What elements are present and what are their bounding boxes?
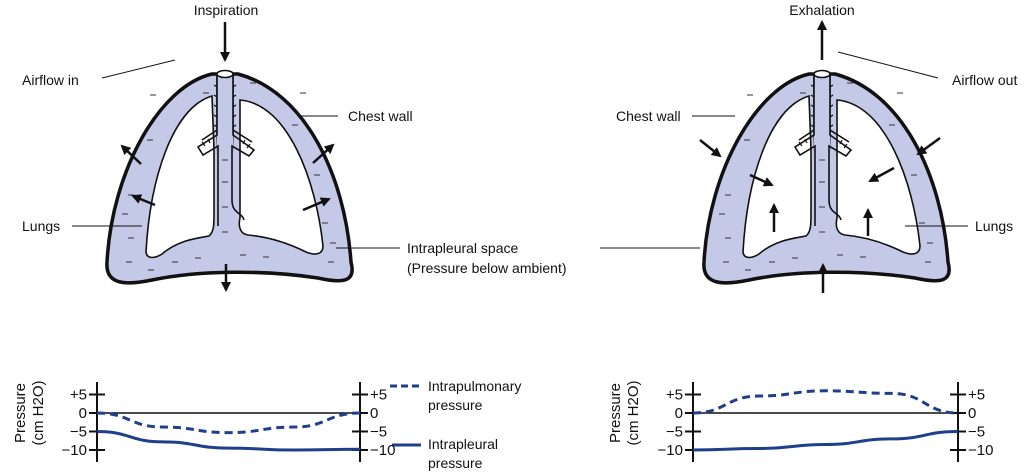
lungs-label: Lungs	[22, 218, 60, 234]
right-y-tick-label: 0	[370, 405, 378, 422]
expand-arrow-icon	[131, 194, 156, 207]
lungs-label: Lungs	[975, 218, 1013, 234]
y-axis-label-line2: (cm H2O)	[30, 381, 47, 446]
left-y-tick-label: −5	[666, 424, 683, 441]
chest-wall-label: Chest wall	[348, 108, 413, 124]
inspiration-title: Inspiration	[194, 2, 259, 18]
legend-intrapleural-line1: Intrapleural	[428, 436, 498, 452]
right-y-tick-label: −10	[370, 442, 395, 459]
compress-arrow-icon	[868, 166, 895, 183]
left-y-tick-label: −10	[62, 442, 87, 459]
left-y-tick-label: −10	[658, 442, 683, 459]
chest-wall-label: Chest wall	[616, 108, 681, 124]
inspiration-thorax	[105, 68, 354, 285]
left-y-tick-label: +5	[666, 387, 683, 404]
left-y-tick-label: 0	[79, 405, 87, 422]
inspiration-arrows	[120, 22, 335, 292]
expand-arrow-icon	[312, 143, 335, 164]
y-axis-label: Pressure(cm H2O)	[607, 381, 642, 446]
right-y-tick-label: 0	[968, 405, 976, 422]
inspiration-leader-lines	[72, 59, 400, 249]
left-y-tick-label: −5	[70, 424, 87, 441]
left-y-tick-label: +5	[70, 387, 87, 404]
expand-arrow-icon	[120, 144, 142, 165]
compress-arrow-icon	[699, 139, 722, 158]
legend-intrapleural-line2: pressure	[428, 455, 483, 471]
y-axis-label-line1: Pressure	[607, 383, 624, 443]
compress-arrow-icon	[749, 173, 774, 187]
left-y-tick-label: 0	[675, 405, 683, 422]
exhalation-leader-lines	[600, 51, 968, 249]
legend-intrapulmonary-line1: Intrapulmonary	[428, 378, 521, 394]
exhalation-thorax	[702, 68, 951, 285]
y-axis-label-line1: Pressure	[12, 383, 29, 443]
right-y-tick-label: −5	[968, 424, 985, 441]
right-y-tick-label: −10	[968, 442, 993, 459]
intrapleural-pressure-line	[692, 430, 959, 452]
intrapleural-pressure-line	[96, 430, 361, 452]
y-axis-label: Pressure(cm H2O)	[12, 381, 47, 446]
right-y-tick-label: −5	[370, 424, 387, 441]
intrapulmonary-pressure-line	[692, 389, 959, 415]
exhalation-title: Exhalation	[789, 2, 854, 18]
right-y-tick-label: +5	[968, 387, 985, 404]
airflow-in-label: Airflow in	[22, 72, 79, 88]
airflow-out-label: Airflow out	[952, 72, 1017, 88]
y-axis-label-line2: (cm H2O)	[625, 381, 642, 446]
intrapleural-space-sublabel: (Pressure below ambient)	[407, 260, 567, 276]
expand-arrow-icon	[302, 197, 331, 212]
intrapleural-space-label: Intrapleural space	[407, 240, 519, 256]
legend: Intrapulmonary pressure Intrapleural pre…	[390, 378, 521, 471]
intrapulmonary-pressure-line	[96, 411, 361, 435]
compress-arrow-icon	[916, 136, 941, 156]
right-y-tick-label: +5	[370, 387, 387, 404]
exhalation-arrows	[699, 20, 941, 293]
legend-intrapulmonary-line2: pressure	[428, 397, 483, 413]
